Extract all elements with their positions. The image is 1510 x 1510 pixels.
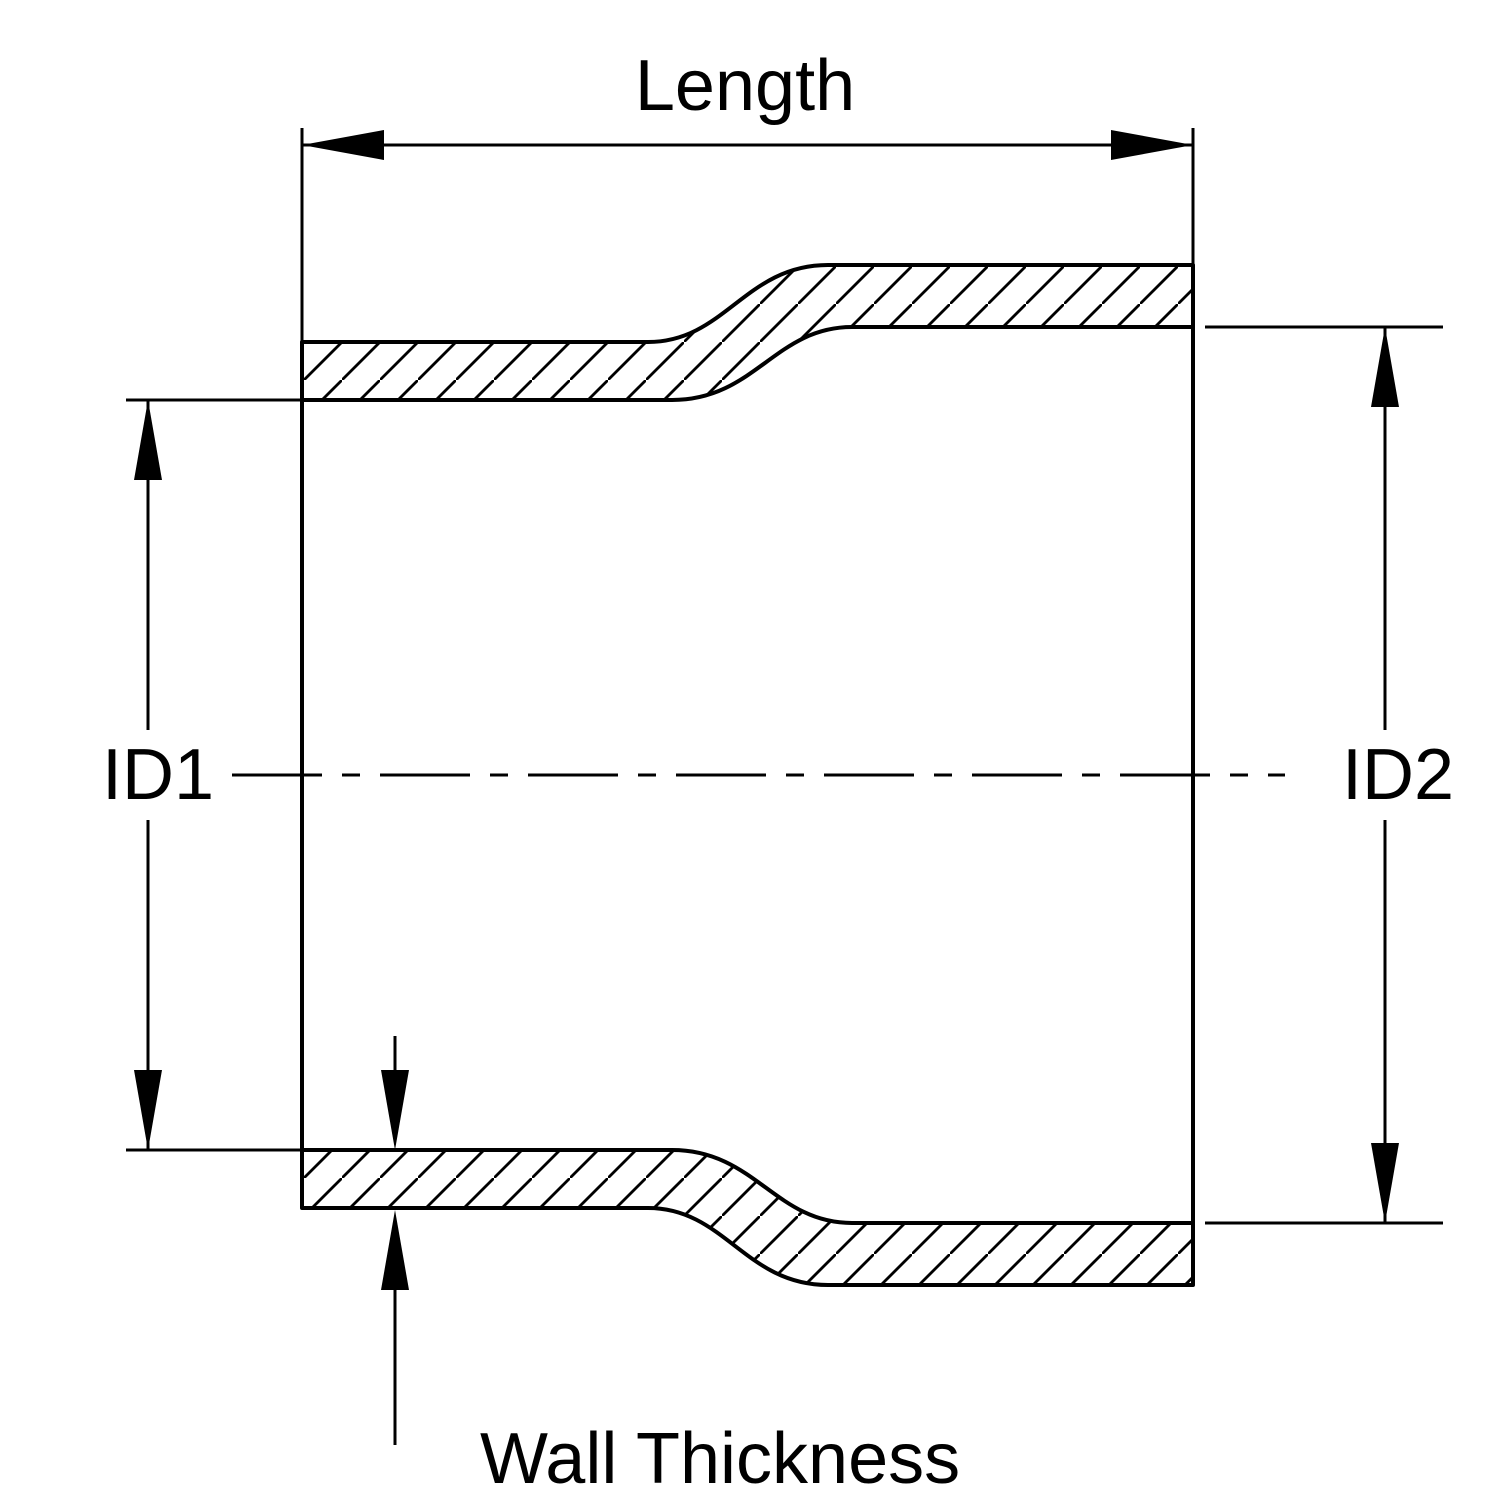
wall-thickness-arrow-up (381, 1210, 409, 1290)
id2-arrow-down (1371, 1143, 1399, 1223)
arrowheads (134, 130, 1399, 1290)
id2-label: ID2 (1342, 735, 1454, 815)
length-arrow-right (1111, 130, 1193, 160)
length-arrow-left (302, 130, 384, 160)
id1-arrow-up (134, 400, 162, 480)
id1-arrow-down (134, 1070, 162, 1150)
length-label: Length (635, 46, 855, 126)
id1-label: ID1 (102, 735, 214, 815)
wall-thickness-arrow-down (381, 1070, 409, 1150)
wall-thickness-label: Wall Thickness (480, 1419, 960, 1499)
id2-arrow-up (1371, 327, 1399, 407)
